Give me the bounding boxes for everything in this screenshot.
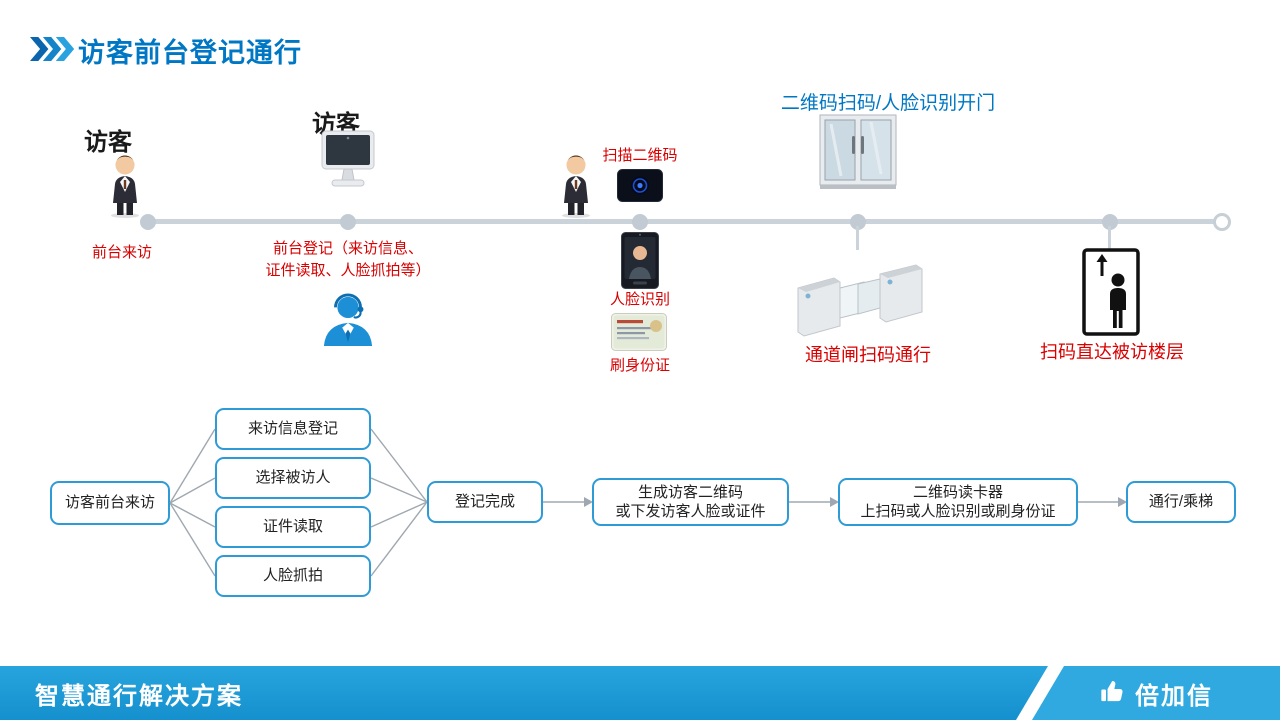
visitor-person-icon — [552, 152, 600, 223]
flow-box-generate: 生成访客二维码 或下发访客人脸或证件 — [592, 478, 789, 526]
footer-solution-title: 智慧通行解决方案 — [35, 682, 243, 710]
flow-box-complete: 登记完成 — [427, 481, 543, 523]
timeline-node-2 — [340, 214, 356, 230]
visitor2-caption: 前台登记（来访信息、 证件读取、人脸抓拍等） — [265, 240, 431, 279]
timeline-end-circle — [1213, 213, 1231, 231]
flow-box-generate-label: 生成访客二维码 或下发访客人脸或证件 — [615, 483, 766, 521]
receptionist-icon — [319, 292, 377, 351]
speed-gate-image — [794, 248, 926, 345]
flow-box-face-capture-label: 人脸抓拍 — [262, 567, 323, 585]
flow-box-pass: 通行/乘梯 — [1126, 481, 1236, 523]
face-recognition-device-image — [621, 232, 659, 294]
flow-box-select-host: 选择被访人 — [215, 457, 371, 499]
flow-box-reader-label: 二维码读卡器 上扫码或人脸识别或刷身份证 — [860, 483, 1056, 521]
flow-box-start: 访客前台来访 — [50, 481, 170, 525]
connector-elevator — [1108, 226, 1111, 250]
elevator-icon — [1082, 248, 1140, 341]
flow-box-visit-info: 来访信息登记 — [215, 408, 371, 450]
tablet-terminal-icon — [312, 130, 384, 193]
qr-scanner-image — [617, 169, 663, 207]
glass-door-image — [819, 114, 897, 195]
footer-brand-name: 倍加信 — [1135, 682, 1213, 710]
flow-box-id-read: 证件读取 — [215, 506, 371, 548]
scan-qr-label: 扫描二维码 — [602, 147, 678, 164]
flow-box-reader: 二维码读卡器 上扫码或人脸识别或刷身份证 — [838, 478, 1078, 526]
visitor1-label: 访客 — [84, 129, 132, 156]
timeline-node-1 — [140, 214, 156, 230]
flow-box-pass-label: 通行/乘梯 — [1148, 493, 1214, 511]
footer-brand-bar: 倍加信 — [1032, 666, 1280, 720]
flow-box-select-host-label: 选择被访人 — [255, 469, 331, 487]
timeline-line — [148, 219, 1224, 224]
id-card-label: 刷身份证 — [609, 357, 670, 374]
flow-box-complete-label: 登记完成 — [454, 493, 515, 511]
page-title: 访客前台登记通行 — [78, 38, 302, 68]
gate-pass-label: 通道闸扫码通行 — [805, 345, 931, 365]
flowchart-connectors — [169, 428, 1127, 577]
flow-box-visit-info-label: 来访信息登记 — [247, 420, 338, 438]
connector-gate — [856, 226, 859, 250]
timeline-node-4 — [850, 214, 866, 230]
timeline-node-5 — [1102, 214, 1118, 230]
visitor1-caption: 前台来访 — [91, 244, 152, 261]
id-card-image — [611, 313, 667, 356]
elevator-label: 扫码直达被访楼层 — [1040, 342, 1184, 362]
visitor-person-icon — [101, 152, 149, 223]
footer-solution-bar: 智慧通行解决方案 — [0, 666, 1048, 720]
timeline-node-3 — [632, 214, 648, 230]
face-recognition-label: 人脸识别 — [609, 291, 670, 308]
title-chevrons-icon — [30, 36, 76, 67]
flow-box-id-read-label: 证件读取 — [262, 518, 323, 536]
flow-box-start-label: 访客前台来访 — [64, 494, 155, 512]
thumbs-up-icon — [1099, 677, 1127, 710]
door-open-header: 二维码扫码/人脸识别开门 — [780, 93, 996, 114]
flow-box-face-capture: 人脸抓拍 — [215, 555, 371, 597]
